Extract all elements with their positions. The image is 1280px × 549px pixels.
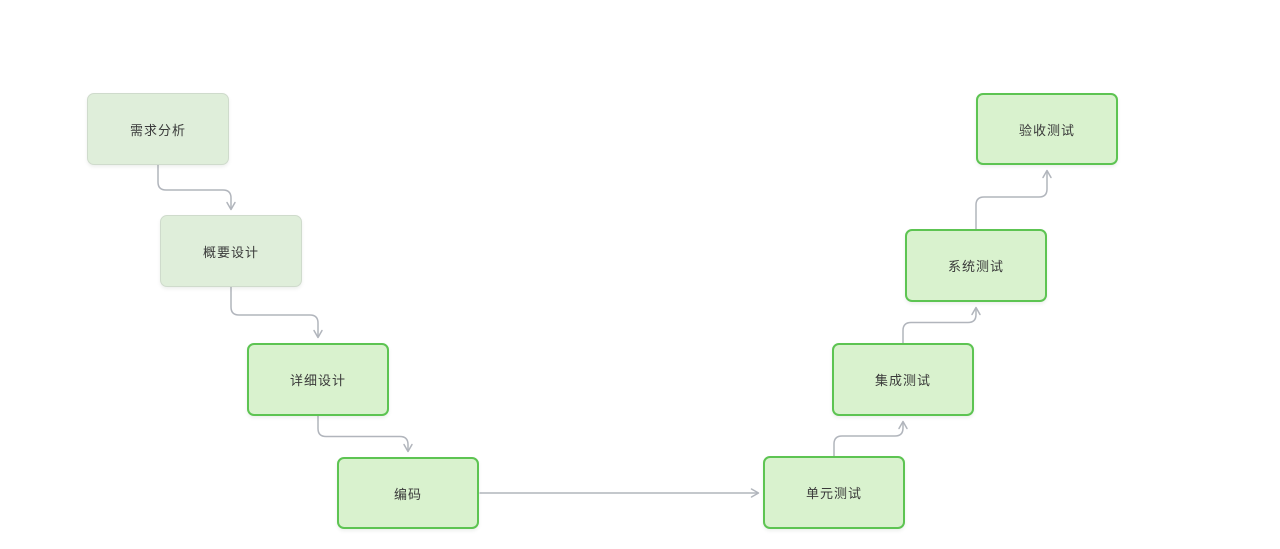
flow-node-coding[interactable]: 编码 xyxy=(337,457,479,529)
flow-node-unit-test[interactable]: 单元测试 xyxy=(763,456,905,529)
flow-node-system-test[interactable]: 系统测试 xyxy=(905,229,1047,302)
flow-edge-integration-test-to-system-test xyxy=(902,306,981,344)
flow-node-label: 验收测试 xyxy=(1018,122,1075,138)
flow-node-label: 需求分析 xyxy=(129,122,186,138)
flow-node-outline-design[interactable]: 概要设计 xyxy=(160,215,302,287)
flow-node-requirements-analysis[interactable]: 需求分析 xyxy=(87,93,229,165)
flow-node-integration-test[interactable]: 集成测试 xyxy=(832,343,974,416)
flow-node-label: 详细设计 xyxy=(289,373,346,388)
flow-node-label: 单元测试 xyxy=(805,486,862,501)
flow-edge-system-test-to-acceptance-test xyxy=(975,169,1052,230)
flow-node-label: 集成测试 xyxy=(874,373,931,388)
flow-edge-outline-design-to-detailed-design xyxy=(230,286,323,339)
flow-node-label: 系统测试 xyxy=(947,259,1004,274)
flow-node-detailed-design[interactable]: 详细设计 xyxy=(247,343,389,416)
flow-edge-unit-test-to-integration-test xyxy=(833,420,908,457)
flow-edge-requirements-analysis-to-outline-design xyxy=(157,164,236,211)
flow-node-label: 概要设计 xyxy=(202,244,259,260)
flow-edge-detailed-design-to-coding xyxy=(317,415,413,453)
flow-node-acceptance-test[interactable]: 验收测试 xyxy=(976,93,1118,165)
flow-node-label: 编码 xyxy=(393,486,422,502)
